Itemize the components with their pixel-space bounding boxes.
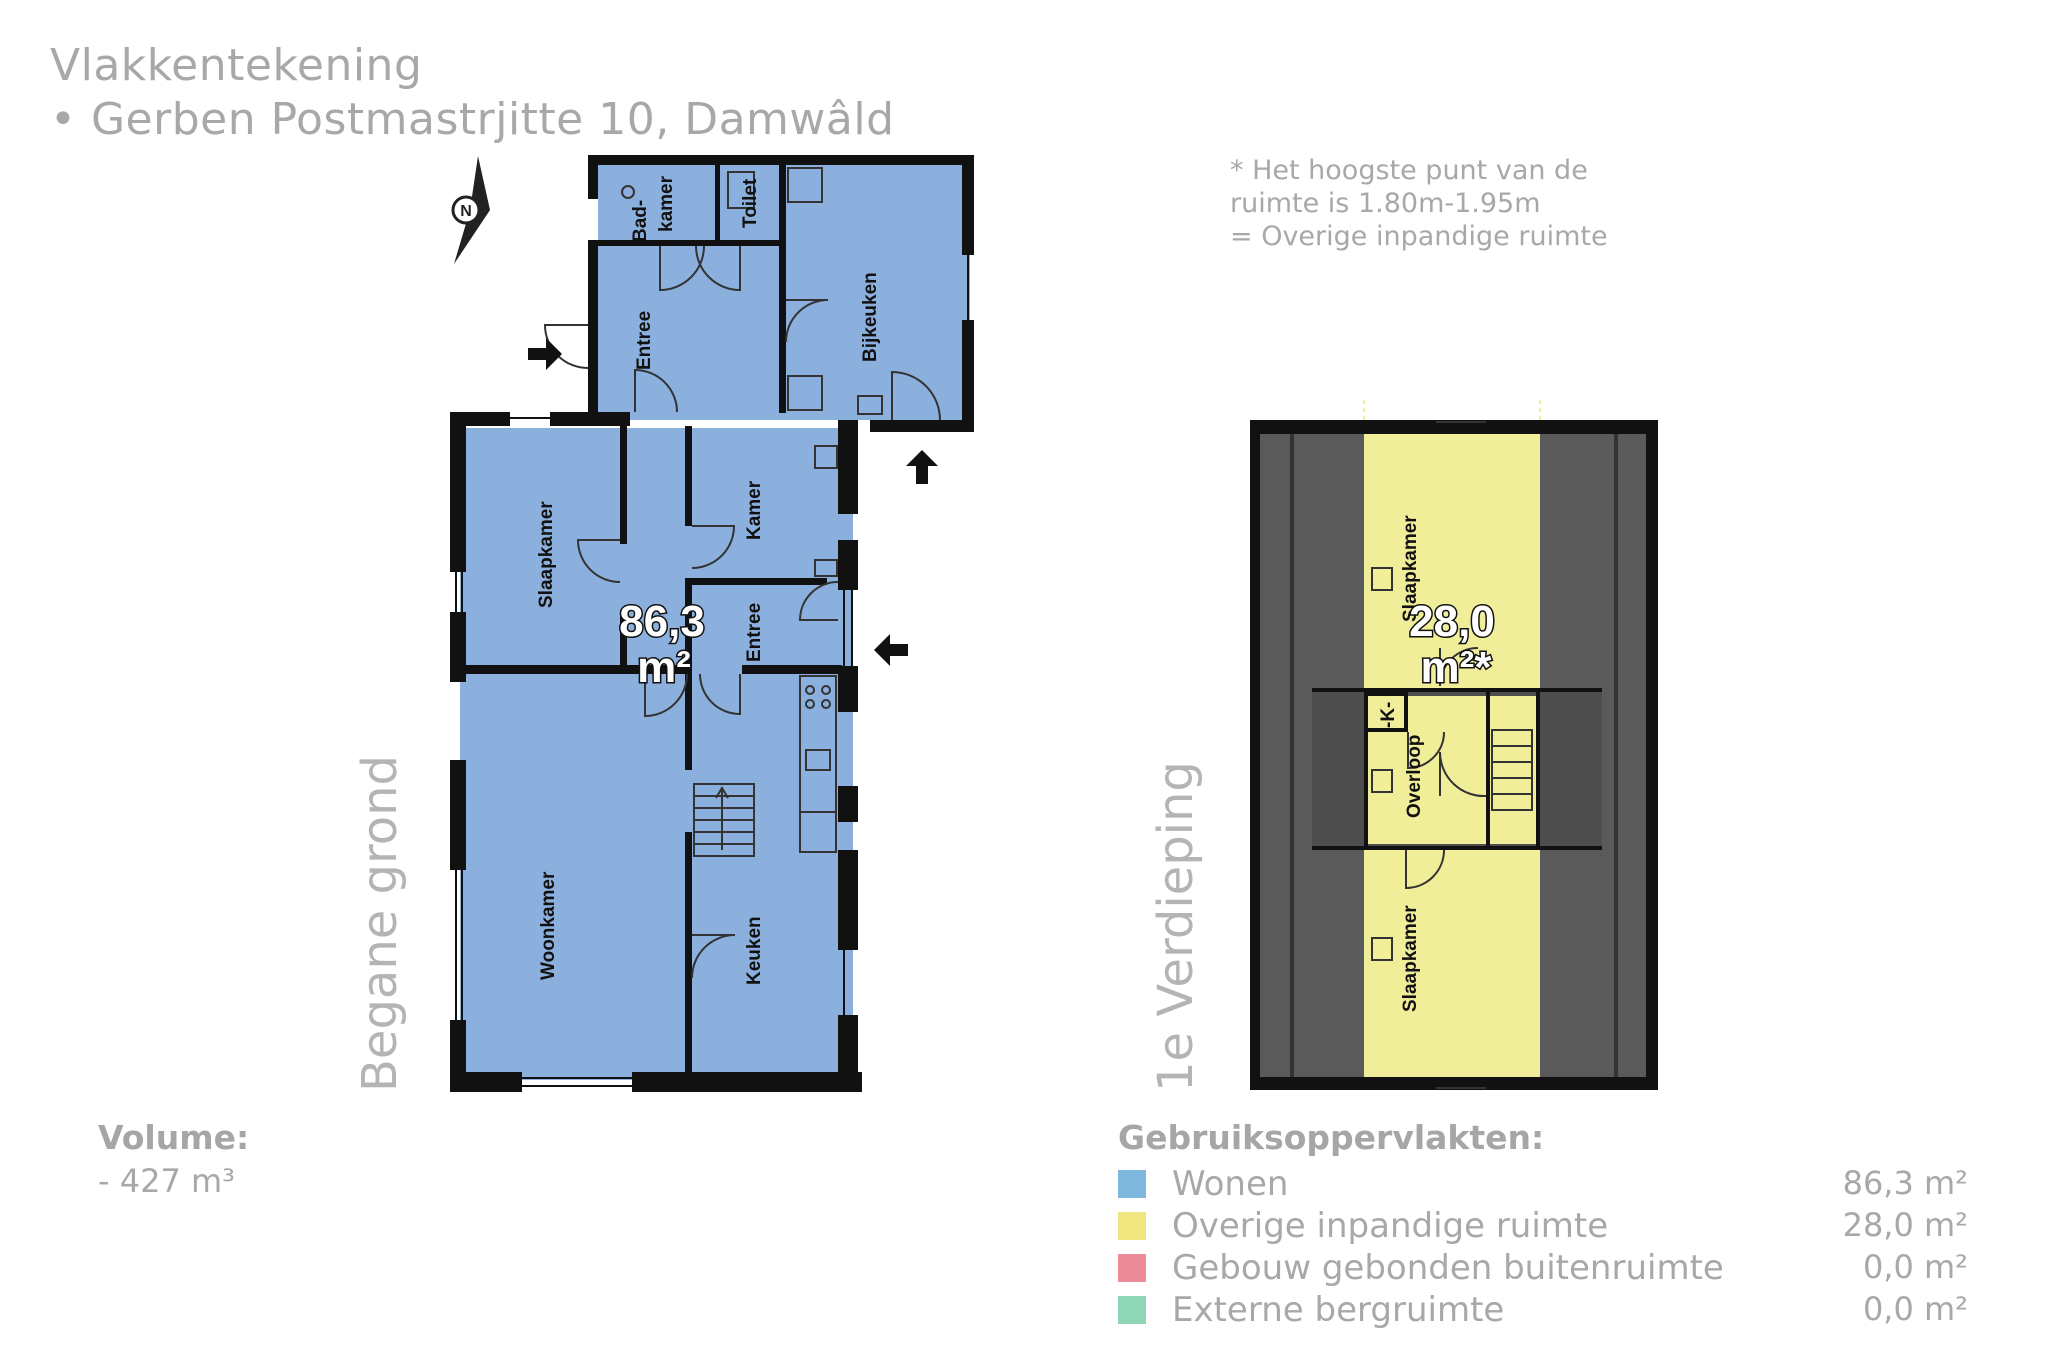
room-label-slaapkamer: Slaapkamer <box>536 501 557 608</box>
legend-swatch <box>1118 1212 1146 1240</box>
room-label-slaapkamer-top: Slaapkamer <box>1400 515 1421 622</box>
legend-item-buitenruimte: Gebouw gebonden buitenruimte 0,0 m² <box>1118 1248 1968 1288</box>
legend-label: Overige inpandige ruimte <box>1172 1206 1609 1246</box>
room-label-slaapkamer-bottom: Slaapkamer <box>1400 905 1421 1012</box>
legend-swatch <box>1118 1170 1146 1198</box>
ground-floor-area-number: 86,3 <box>619 597 705 646</box>
note-line-2: ruimte is 1.80m-1.95m <box>1230 188 1541 219</box>
ground-floor-walls <box>450 155 974 1092</box>
ground-floor-plan: Bad- kamer Toilet Entree Bijkeuken Slaap… <box>450 155 974 1092</box>
room-label-kamer: Kamer <box>744 480 765 540</box>
legend-swatch <box>1118 1296 1146 1324</box>
legend-swatch <box>1118 1254 1146 1282</box>
room-label-woonkamer: Woonkamer <box>538 871 559 980</box>
legend-value: 0,0 m² <box>1862 1290 1968 1328</box>
volume-heading: Volume: <box>98 1118 250 1157</box>
legend-item-wonen: Wonen 86,3 m² <box>1118 1164 1968 1204</box>
compass-icon: N <box>451 156 490 264</box>
first-floor-area-number: 28,0 <box>1409 597 1495 646</box>
room-label-badkamer-1: Bad- <box>630 200 651 242</box>
ground-floor-fills <box>460 162 970 1080</box>
first-floor-plan: Slaapkamer -K- Overloop Slaapkamer 28,0 … <box>1250 400 1658 1090</box>
room-label-entree-top: Entree <box>634 311 655 370</box>
note-line-3: = Overige inpandige ruimte <box>1230 221 1608 252</box>
room-label-keuken: Keuken <box>744 916 765 985</box>
legend-label: Gebouw gebonden buitenruimte <box>1172 1248 1724 1288</box>
legend-value: 0,0 m² <box>1862 1248 1968 1286</box>
legend-label: Wonen <box>1172 1164 1289 1204</box>
legend-label: Externe bergruimte <box>1172 1290 1505 1330</box>
room-label-badkamer-2: kamer <box>656 175 677 232</box>
room-label-entree-mid: Entree <box>744 603 765 662</box>
first-floor-area-unit: m²* <box>1421 643 1493 692</box>
ground-floor-area-unit: m² <box>637 643 691 692</box>
note-line-1: * Het hoogste punt van de <box>1230 155 1588 186</box>
legend-item-overige: Overige inpandige ruimte 28,0 m² <box>1118 1206 1968 1246</box>
first-floor-label: 1e Verdieping <box>1148 761 1204 1092</box>
room-label-toilet: Toilet <box>740 178 761 228</box>
address-line: • Gerben Postmastrjitte 10, Damwâld <box>50 94 895 145</box>
legend-value: 86,3 m² <box>1842 1164 1968 1202</box>
page-title: Vlakkentekening <box>50 40 423 91</box>
room-label-bijkeuken: Bijkeuken <box>860 272 881 362</box>
room-label-kast: -K- <box>1378 702 1399 728</box>
compass-letter: N <box>460 203 472 220</box>
legend-heading: Gebruiksoppervlakten: <box>1118 1118 1545 1157</box>
volume-value: - 427 m³ <box>98 1162 235 1200</box>
legend-value: 28,0 m² <box>1842 1206 1968 1244</box>
legend-item-bergruimte: Externe bergruimte 0,0 m² <box>1118 1290 1968 1330</box>
room-label-overloop: Overloop <box>1404 735 1425 818</box>
